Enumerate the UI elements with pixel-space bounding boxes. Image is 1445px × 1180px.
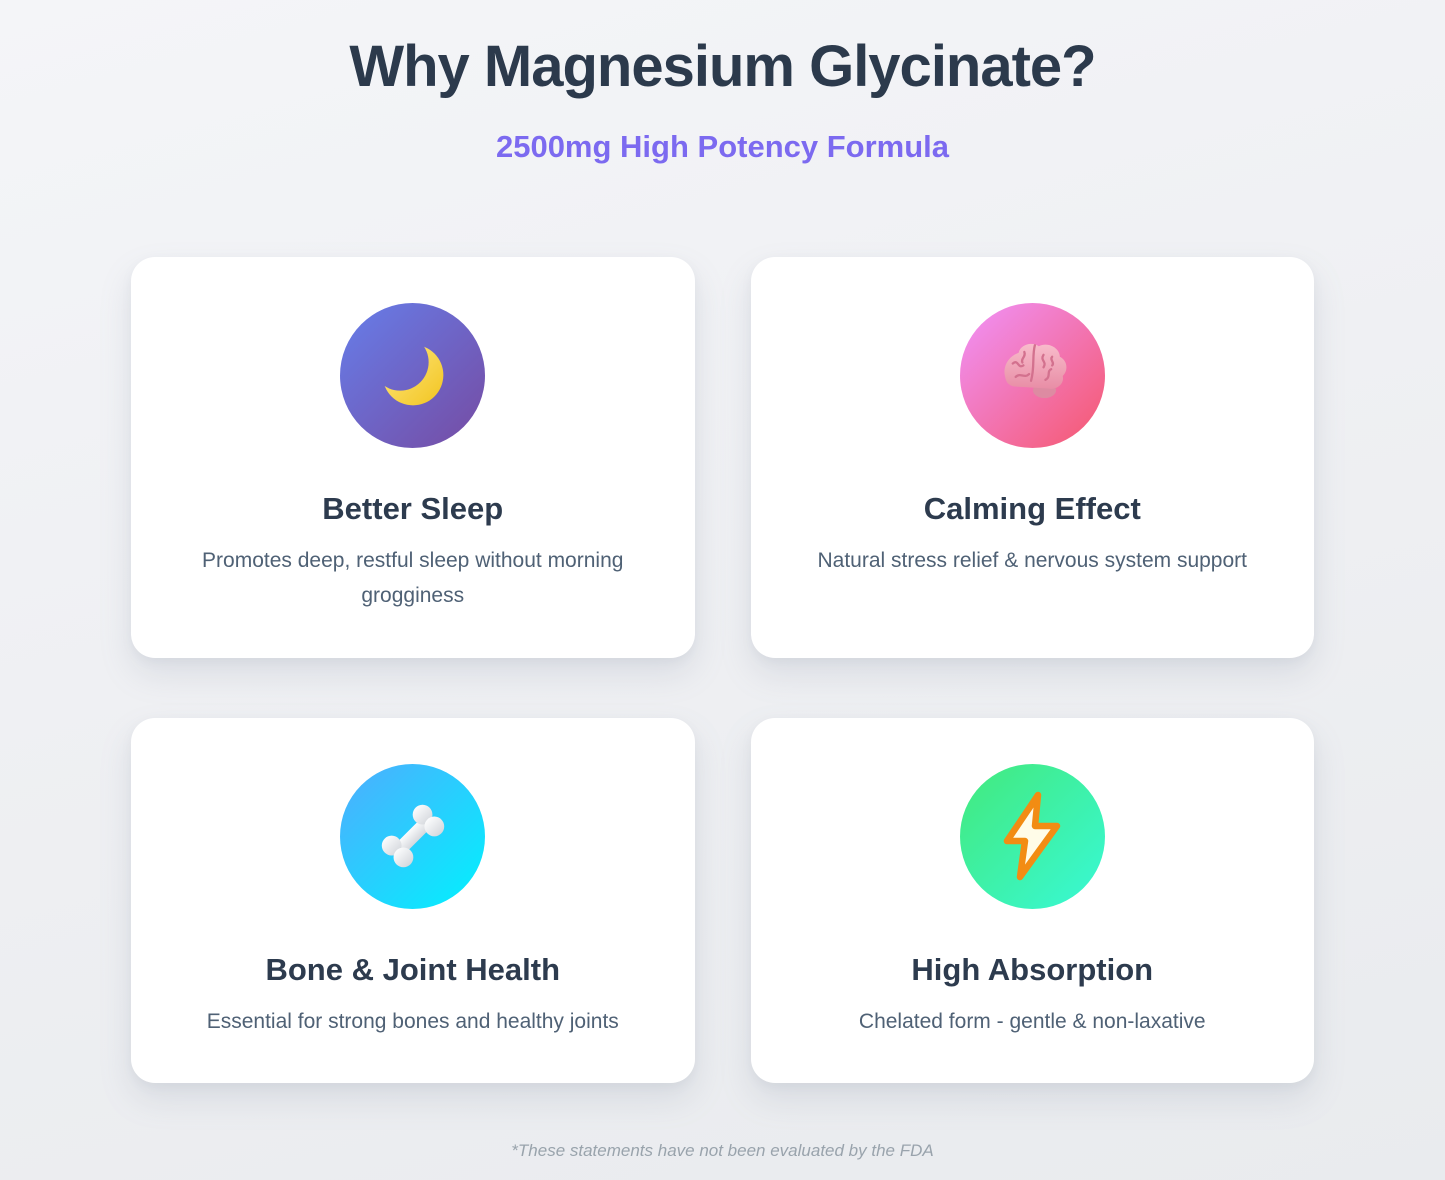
- card-description: Essential for strong bones and healthy j…: [206, 1009, 619, 1033]
- card-description: Natural stress relief & nervous system s…: [817, 549, 1248, 573]
- benefit-card-high-absorption: High Absorption Chelated form - gentle &…: [750, 717, 1314, 1084]
- lightning-bolt-icon: [1004, 791, 1061, 881]
- card-description: Promotes deep, restful sleep without mor…: [202, 549, 624, 608]
- benefit-grid: Better Sleep Promotes deep, restful slee…: [131, 256, 1314, 1084]
- icon-circle-blue: [340, 763, 486, 909]
- bone-icon: [381, 804, 444, 868]
- card-title: Bone & Joint Health: [265, 951, 560, 987]
- crescent-moon-icon: [382, 345, 444, 406]
- icon-circle-pink: [959, 302, 1105, 448]
- card-title: Calming Effect: [923, 490, 1141, 526]
- icon-circle-purple: [340, 302, 486, 448]
- benefit-card-better-sleep: Better Sleep Promotes deep, restful slee…: [131, 256, 695, 658]
- page-subtitle: 2500mg High Potency Formula: [495, 128, 950, 164]
- card-title: High Absorption: [911, 951, 1154, 987]
- fda-disclaimer: *These statements have not been evaluate…: [511, 1141, 934, 1161]
- icon-circle-green: [959, 763, 1105, 909]
- card-description: Chelated form - gentle & non-laxative: [858, 1009, 1206, 1033]
- benefit-card-bone-joint-health: Bone & Joint Health Essential for strong…: [131, 717, 695, 1084]
- benefit-card-calming-effect: Calming Effect Natural stress relief & n…: [750, 256, 1314, 658]
- brain-icon: [1004, 344, 1067, 399]
- card-title: Better Sleep: [322, 490, 504, 526]
- page-title: Why Magnesium Glycinate?: [349, 34, 1096, 99]
